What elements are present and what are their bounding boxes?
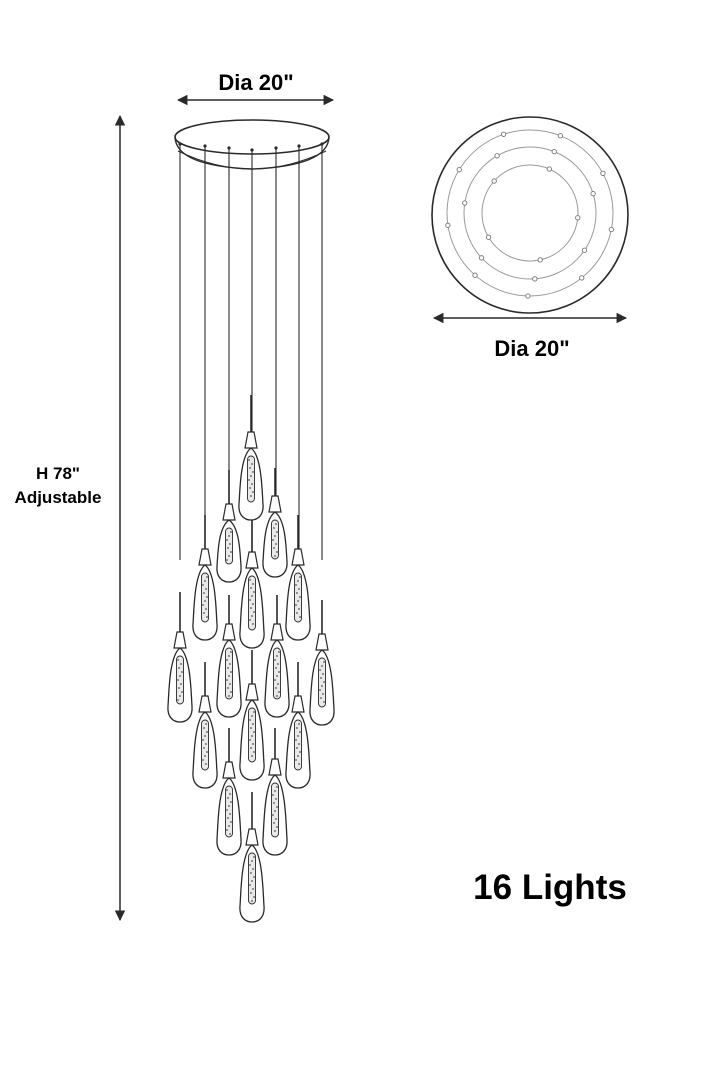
plan-mount-point	[600, 170, 606, 176]
plan-mount-point	[537, 257, 543, 263]
plan-mount-point	[456, 167, 462, 173]
pendant-light	[285, 515, 311, 641]
pendant-light	[216, 470, 242, 583]
pendant-light	[239, 520, 265, 649]
plan-diameter-label: Dia 20"	[494, 336, 570, 361]
pendant-light	[285, 662, 311, 789]
pendant-light	[192, 515, 218, 641]
canopy-diameter-label: Dia 20"	[218, 70, 294, 95]
plan-mount-point	[472, 272, 478, 278]
pendant-light	[167, 592, 193, 723]
pendant-lights	[167, 395, 335, 923]
plan-mount-point	[478, 255, 485, 261]
height-note: Adjustable	[14, 488, 102, 507]
plan-mount-point	[445, 222, 451, 228]
cable-anchor	[320, 142, 324, 146]
height-value: H 78"	[36, 464, 80, 483]
cable-anchor	[274, 146, 278, 150]
plan-mount-point	[575, 215, 581, 221]
plan-mount-point	[532, 276, 538, 282]
pendant-light	[238, 395, 264, 521]
plan-mount-point	[581, 247, 588, 253]
plan-mount-point	[462, 200, 468, 206]
pendant-light	[216, 728, 242, 856]
plan-mount-point	[485, 234, 492, 240]
plan-mount-point	[494, 153, 500, 159]
plan-mount-point	[579, 275, 585, 281]
pendant-light	[262, 468, 288, 578]
cable-anchor	[203, 144, 207, 148]
cable-anchor	[250, 148, 254, 152]
cable-anchor	[297, 144, 301, 148]
plan-mount-point	[557, 133, 564, 139]
cable-anchor	[178, 142, 182, 146]
suspension-cables	[178, 142, 324, 600]
plan-mount-point	[590, 190, 596, 197]
plan-mount-point	[551, 148, 557, 155]
plan-mount-point	[546, 166, 552, 172]
canopy-plan-view	[431, 116, 629, 314]
pendant-light	[239, 792, 265, 923]
cable-anchor	[227, 146, 231, 150]
pendant-light	[216, 595, 242, 718]
pendant-light	[239, 650, 265, 781]
height-label: H 78" Adjustable	[0, 462, 116, 510]
light-count-label: 16 Lights	[473, 868, 627, 907]
pendant-light	[192, 662, 218, 789]
pendant-light	[309, 600, 335, 726]
plan-mount-point	[525, 293, 531, 299]
plan-mount-point	[608, 226, 614, 233]
pendant-light	[262, 728, 288, 856]
plan-mount-point	[500, 131, 507, 137]
pendant-light	[264, 595, 290, 718]
plan-mount-point	[491, 178, 497, 184]
